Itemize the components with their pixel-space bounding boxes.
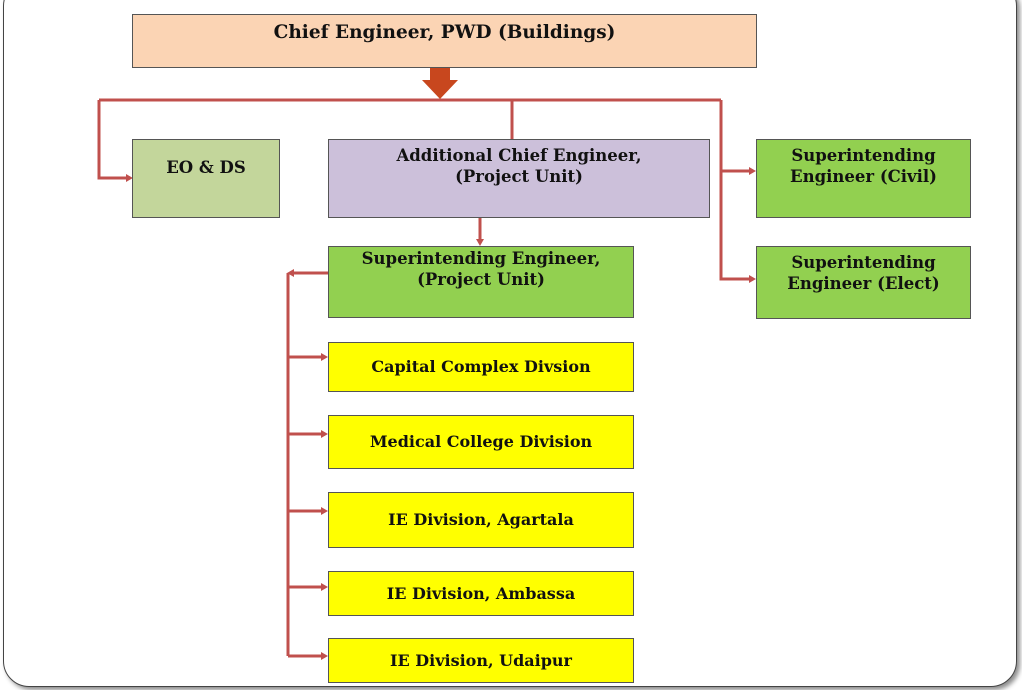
spine-top-arrowhead [287,269,294,277]
se-civil-box: Superintending Engineer (Civil) [756,139,971,218]
eo-ds-connector [97,100,128,180]
se-elect-arrowhead [749,275,756,283]
division-label: Medical College Division [369,432,593,451]
division-box: Capital Complex Divsion [328,342,634,392]
se-elect-box: Superintending Engineer (Elect) [756,246,971,319]
se-civil-label: Superintending Engineer (Civil) [790,146,937,186]
additional-chief-engineer-label: Additional Chief Engineer, (Project Unit… [396,146,642,186]
se-right-connector [719,100,750,281]
division-label: Capital Complex Divsion [371,357,591,376]
division-arrowhead [321,507,328,515]
eo-ds-label: EO & DS [166,158,246,177]
se-project-label: Superintending Engineer, (Project Unit) [361,249,601,289]
division-arrowhead [321,583,328,591]
division-box: IE Division, Udaipur [328,638,634,683]
division-box: IE Division, Agartala [328,492,634,548]
division-label: IE Division, Udaipur [390,650,572,670]
eo-ds-arrowhead [126,174,133,182]
eo-ds-box: EO & DS [132,139,280,218]
division-label: IE Division, Ambassa [386,583,576,603]
division-box: Medical College Division [328,415,634,469]
se-project-box: Superintending Engineer, (Project Unit) [328,246,634,318]
division-arrowhead [321,353,328,361]
se-project-arrowhead [476,239,484,246]
se-elect-label: Superintending Engineer (Elect) [787,253,940,293]
additional-chief-engineer-box: Additional Chief Engineer, (Project Unit… [328,139,710,218]
se-civil-arrowhead [749,167,756,175]
down-arrow-icon [422,67,458,99]
division-arrowhead [321,430,328,438]
division-label: IE Division, Agartala [388,510,574,529]
division-arrowhead [321,652,328,660]
division-box: IE Division, Ambassa [328,571,634,616]
chief-engineer-label: Chief Engineer, PWD (Buildings) [273,22,616,43]
chief-engineer-box: Chief Engineer, PWD (Buildings) [132,14,757,68]
